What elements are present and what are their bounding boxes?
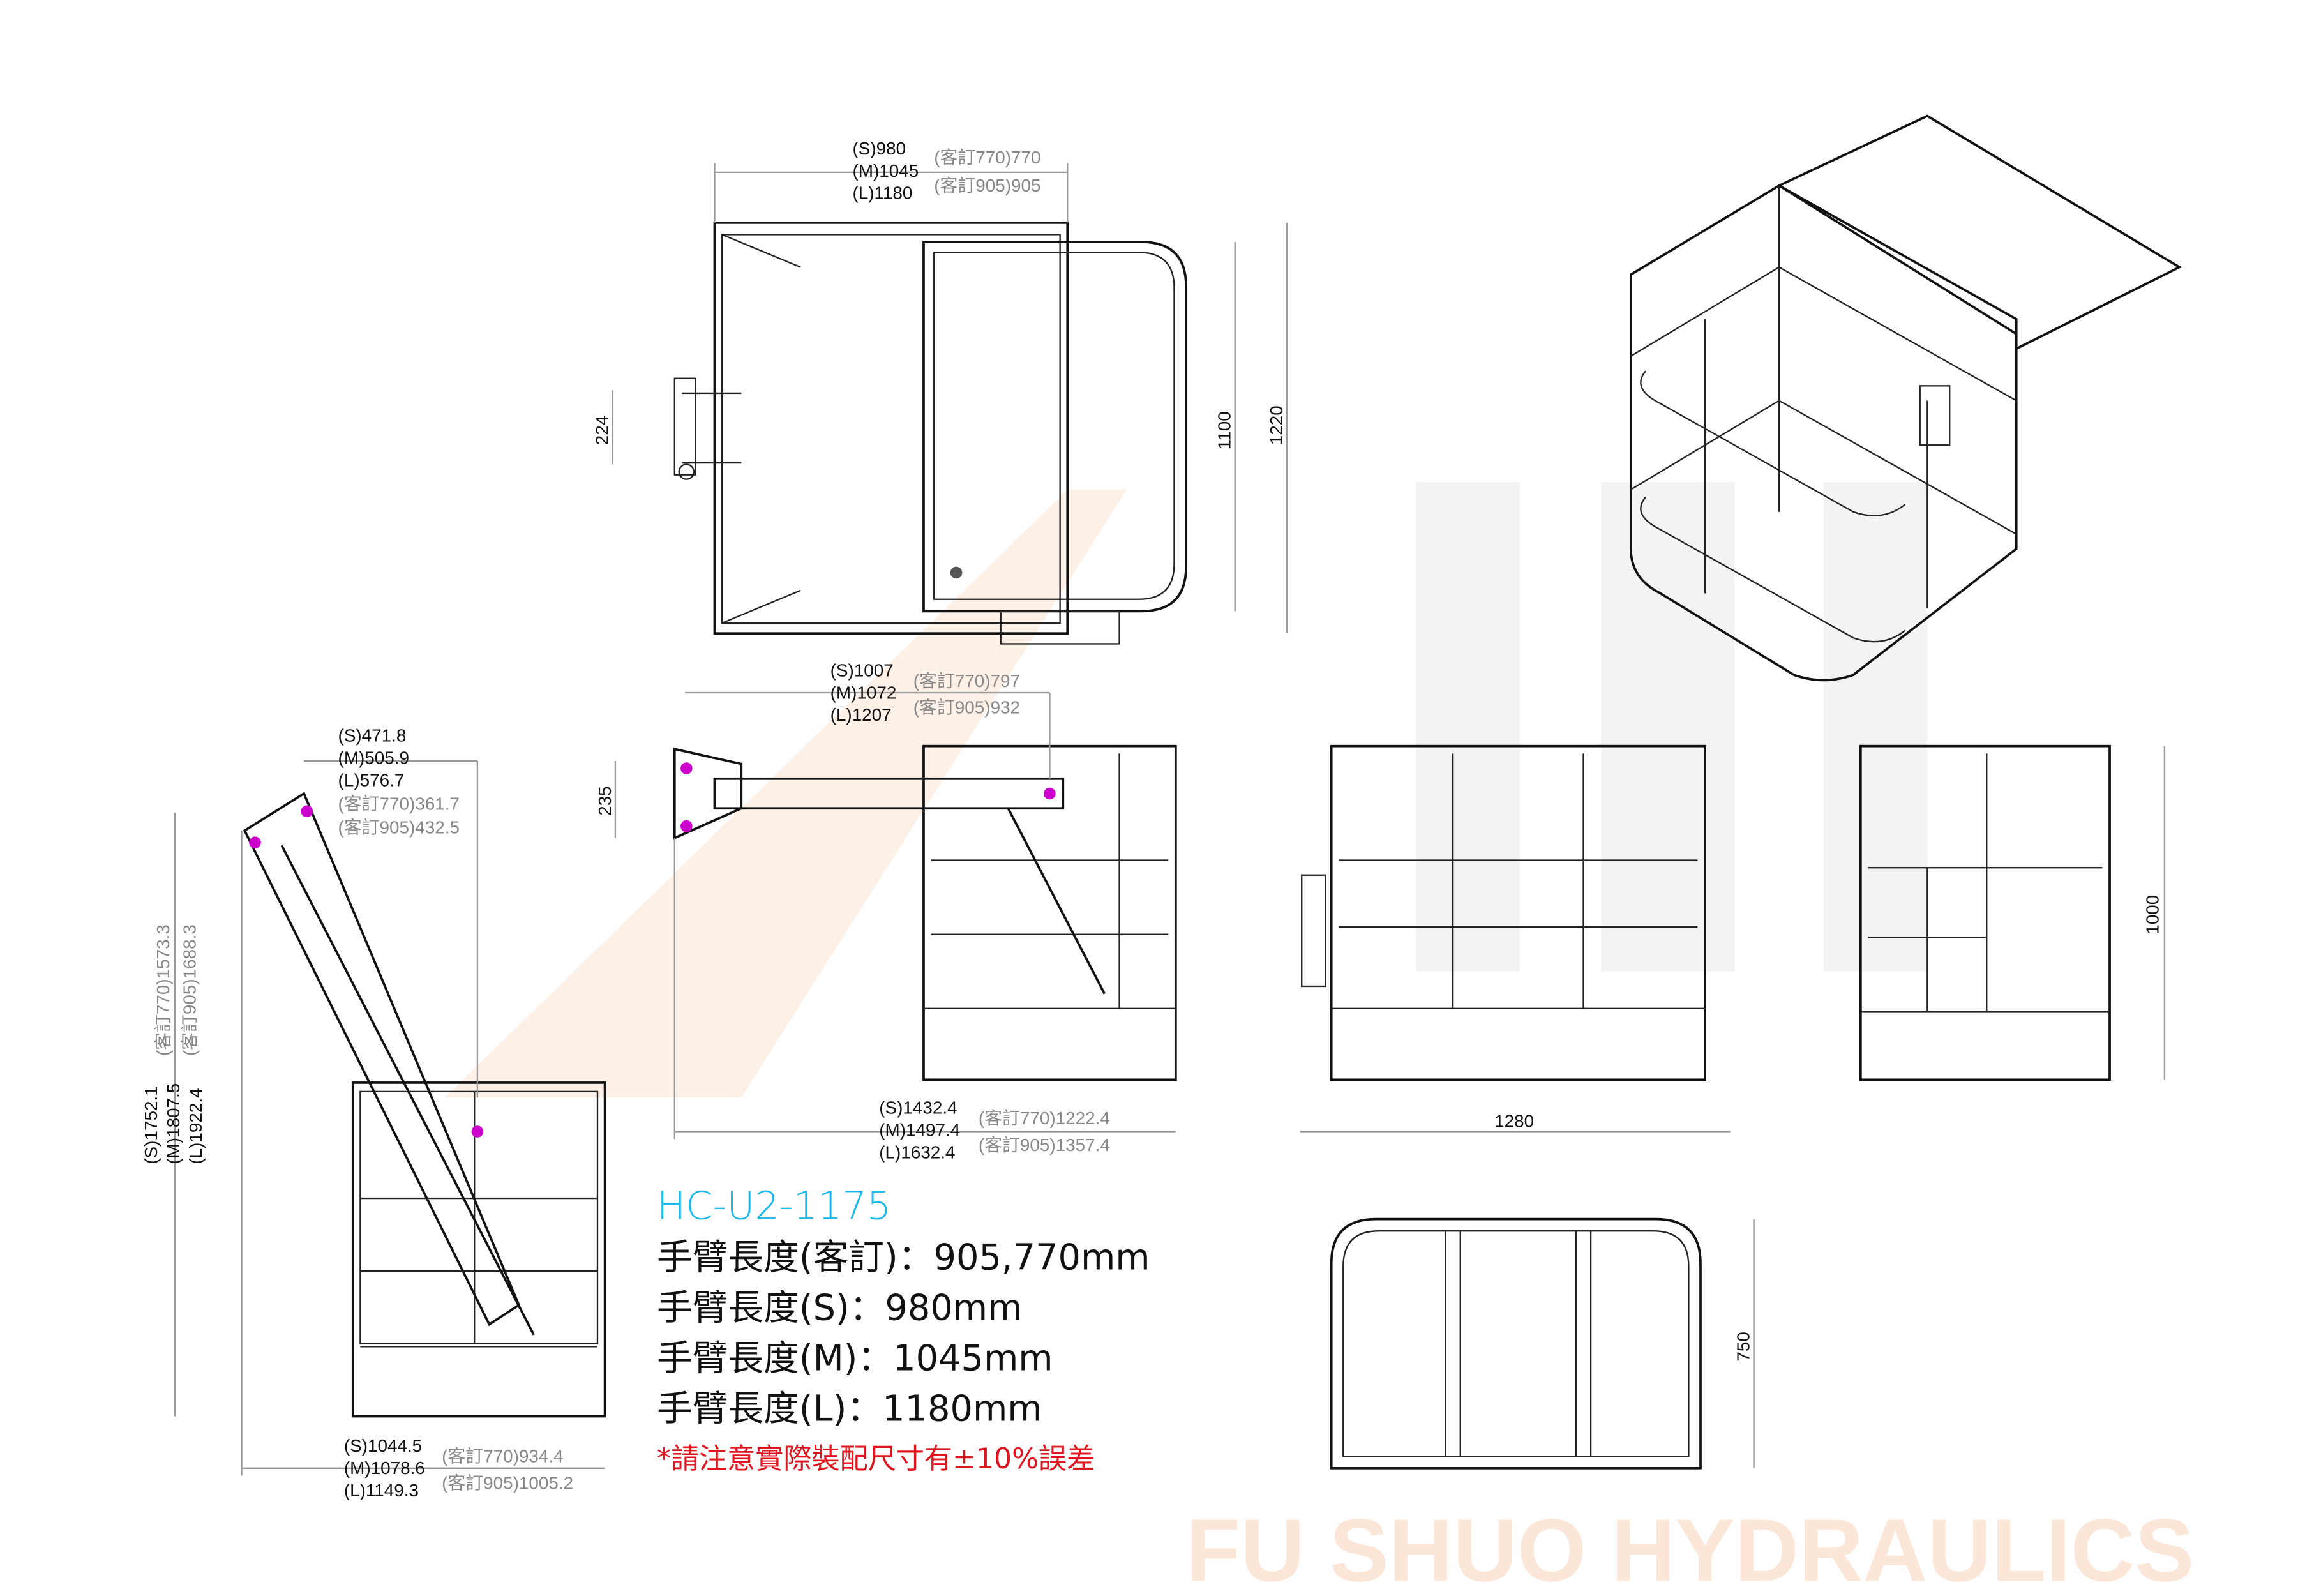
dim-235: 235 [595, 786, 615, 815]
front-view: 1280 [1300, 744, 1731, 1133]
isometric-view [1629, 114, 2182, 682]
dim-s: (S)1044.5 [344, 1436, 422, 1456]
dim-custom-905: (客訂905)1357.4 [979, 1135, 1110, 1155]
dim-m: (M)1497.4 [879, 1120, 960, 1140]
dim-m: (M)1078.6 [344, 1458, 425, 1478]
dim-m: (M)1045 [852, 161, 919, 181]
tolerance-warning: *請注意實際裝配尺寸有±10%誤差 [657, 1443, 1095, 1475]
side-arm-view: (S)471.8 (M)505.9 (L)576.7 (客訂770)361.7 … [141, 726, 606, 1500]
dim-l: (L)1180 [852, 183, 912, 203]
dim-s: (S)1007 [830, 661, 894, 681]
dim-s: (S)1752.1 [141, 1086, 161, 1164]
front-arm-view: (S)1007 (M)1072 (L)1207 (客訂770)797 (客訂90… [595, 661, 1177, 1162]
watermark: FU SHUO HYDRAULICS [444, 482, 2194, 1596]
dim-custom-770: (客訂770)361.7 [338, 794, 460, 814]
dim-1220: 1220 [1266, 405, 1286, 445]
dim-custom-770: (客訂770)770 [934, 147, 1040, 167]
spec-line-custom: 手臂長度(客訂)：905,770mm [657, 1237, 1150, 1279]
spec-line-m: 手臂長度(M)：1045mm [657, 1338, 1053, 1380]
dim-custom-770: (客訂770)934.4 [442, 1447, 563, 1466]
spec-line-s: 手臂長度(S)：980mm [657, 1288, 1023, 1329]
dim-m: (M)1807.5 [163, 1083, 183, 1164]
dim-l: (L)1632.4 [879, 1142, 955, 1162]
dim-custom-905: (客訂905)905 [934, 176, 1040, 195]
dim-m: (M)505.9 [338, 748, 409, 768]
dim-custom-905: (客訂905)432.5 [338, 818, 460, 838]
dim-s: (S)980 [852, 139, 906, 158]
dim-1100: 1100 [1215, 411, 1235, 449]
dim-s: (S)471.8 [338, 726, 407, 746]
dim-1000: 1000 [2143, 895, 2163, 935]
dim-custom-905: (客訂905)1005.2 [442, 1473, 573, 1493]
specs-block: HC-U2-1175 手臂長度(客訂)：905,770mm 手臂長度(S)：98… [657, 1184, 1150, 1475]
dim-custom-905: (客訂905)932 [913, 698, 1020, 718]
dim-m: (M)1072 [830, 682, 897, 702]
dim-1280: 1280 [1494, 1111, 1534, 1131]
dim-224: 224 [592, 416, 612, 445]
spec-line-l: 手臂長度(L)：1180mm [657, 1388, 1042, 1429]
dim-750: 750 [1734, 1332, 1754, 1361]
dim-l: (L)1207 [830, 705, 892, 725]
dim-s: (S)1432.4 [879, 1098, 957, 1118]
dim-l: (L)1922.4 [186, 1088, 206, 1164]
dim-custom-770: (客訂770)797 [913, 671, 1020, 691]
plan-view: 750 [1330, 1217, 1755, 1470]
model-number: HC-U2-1175 [657, 1184, 891, 1229]
right-view: 1000 [1859, 744, 2166, 1081]
dim-l: (L)1149.3 [344, 1480, 419, 1500]
dim-custom-905: (客訂905)1688.3 [180, 924, 200, 1056]
dim-l: (L)576.7 [338, 770, 405, 790]
dim-custom-770: (客訂770)1222.4 [979, 1108, 1110, 1128]
watermark-text: FU SHUO HYDRAULICS [1186, 1500, 2194, 1596]
dim-custom-770: (客訂770)1573.3 [153, 924, 173, 1056]
top-view: (S)980 (M)1045 (L)1180 (客訂770)770 (客訂905… [592, 139, 1288, 645]
